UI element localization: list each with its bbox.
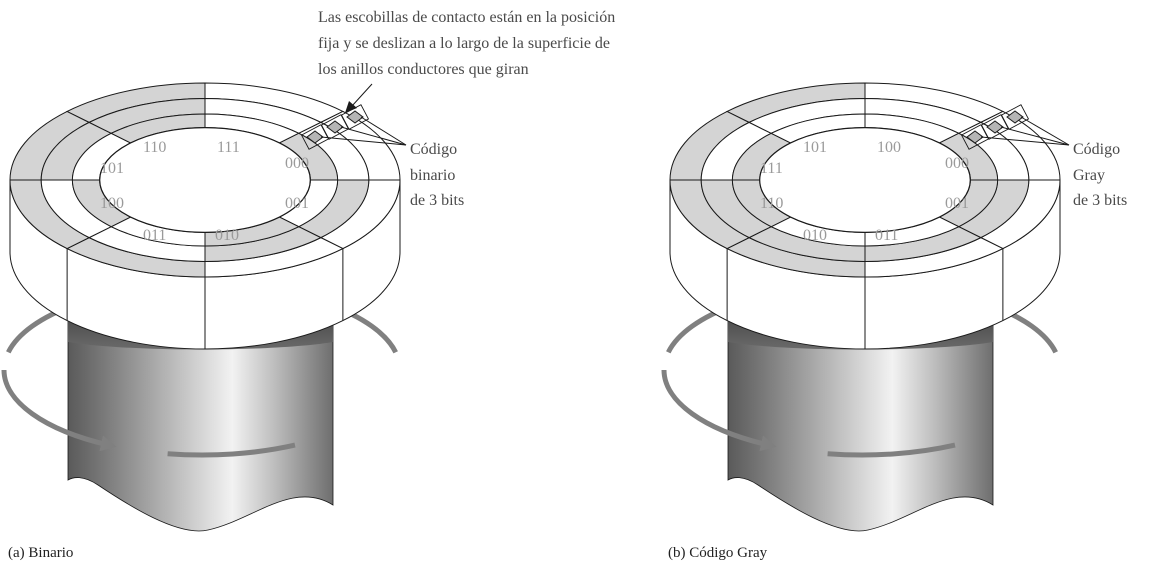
- sector-code-label: 101: [803, 139, 827, 156]
- sector-code-label: 111: [217, 139, 240, 156]
- shaft-body: [727, 299, 994, 532]
- label-leader-line: [360, 116, 407, 146]
- rotation-arrow-front-right: [167, 442, 296, 458]
- binary-encoder: 000 001 010 011 100 101 110 111: [1, 82, 407, 532]
- sector-code-label: 010: [803, 227, 827, 244]
- sector-code-label: 100: [877, 139, 901, 156]
- label-leader-line: [1000, 126, 1070, 146]
- sector-code-label: 111: [760, 160, 783, 177]
- label-leader-line: [980, 136, 1070, 146]
- sector-code-label: 010: [215, 227, 239, 244]
- sector-code-label: 110: [143, 139, 166, 156]
- label-leader-line: [320, 136, 407, 146]
- sector-code-label: 011: [875, 227, 898, 244]
- label-leader-line: [1020, 116, 1070, 146]
- annotation-leader-line: [351, 83, 373, 107]
- sector-code-label: 000: [945, 155, 969, 172]
- gray-encoder: 000 001 011 010 110 111 101 100: [661, 82, 1070, 532]
- binary-label-line-1: Código: [410, 141, 457, 158]
- caption-binary: (a) Binario: [8, 545, 73, 561]
- sector-code-label: 000: [285, 155, 309, 172]
- disc-top: 000 001 011 010 110 111 101 100: [669, 82, 1061, 278]
- gray-label-line-1: Código: [1073, 141, 1120, 158]
- annotation-line-3: los anillos conductores que giran: [318, 61, 529, 78]
- caption-gray: (b) Código Gray: [668, 545, 768, 561]
- binary-label-line-3: de 3 bits: [410, 192, 464, 209]
- contact-brushes: [960, 104, 1030, 150]
- rotation-arrow-front-right: [827, 442, 956, 458]
- sector-code-label: 001: [945, 195, 969, 212]
- sector-code-label: 100: [100, 195, 124, 212]
- contact-brush: [326, 120, 344, 134]
- contact-brush: [1006, 110, 1024, 124]
- sector-code-label: 011: [143, 227, 166, 244]
- rotation-arrow-front-left: [661, 369, 777, 452]
- annotation-line-1: Las escobillas de contacto están en la p…: [318, 9, 615, 26]
- binary-label-line-2: binario: [410, 167, 455, 184]
- label-leader-line: [340, 126, 407, 146]
- disc-center: [759, 127, 971, 233]
- sector-code-label: 101: [100, 160, 124, 177]
- contact-brush: [986, 120, 1004, 134]
- contact-brush: [346, 110, 364, 124]
- gray-label-line-3: de 3 bits: [1073, 192, 1127, 209]
- disc-center: [99, 127, 311, 233]
- shaft-body: [67, 299, 334, 532]
- sector-code-label: 110: [760, 195, 783, 212]
- annotation-line-2: fija y se deslizan a lo largo de la supe…: [318, 35, 610, 52]
- sector-code-label: 001: [285, 195, 309, 212]
- annotation-arrow-head: [345, 101, 357, 113]
- gray-label-line-2: Gray: [1073, 167, 1105, 184]
- disc-top: 000 001 010 011 100 101 110 111: [9, 82, 401, 278]
- contact-brush-frame: [1000, 104, 1030, 130]
- rotation-arrow-front-left: [1, 369, 117, 452]
